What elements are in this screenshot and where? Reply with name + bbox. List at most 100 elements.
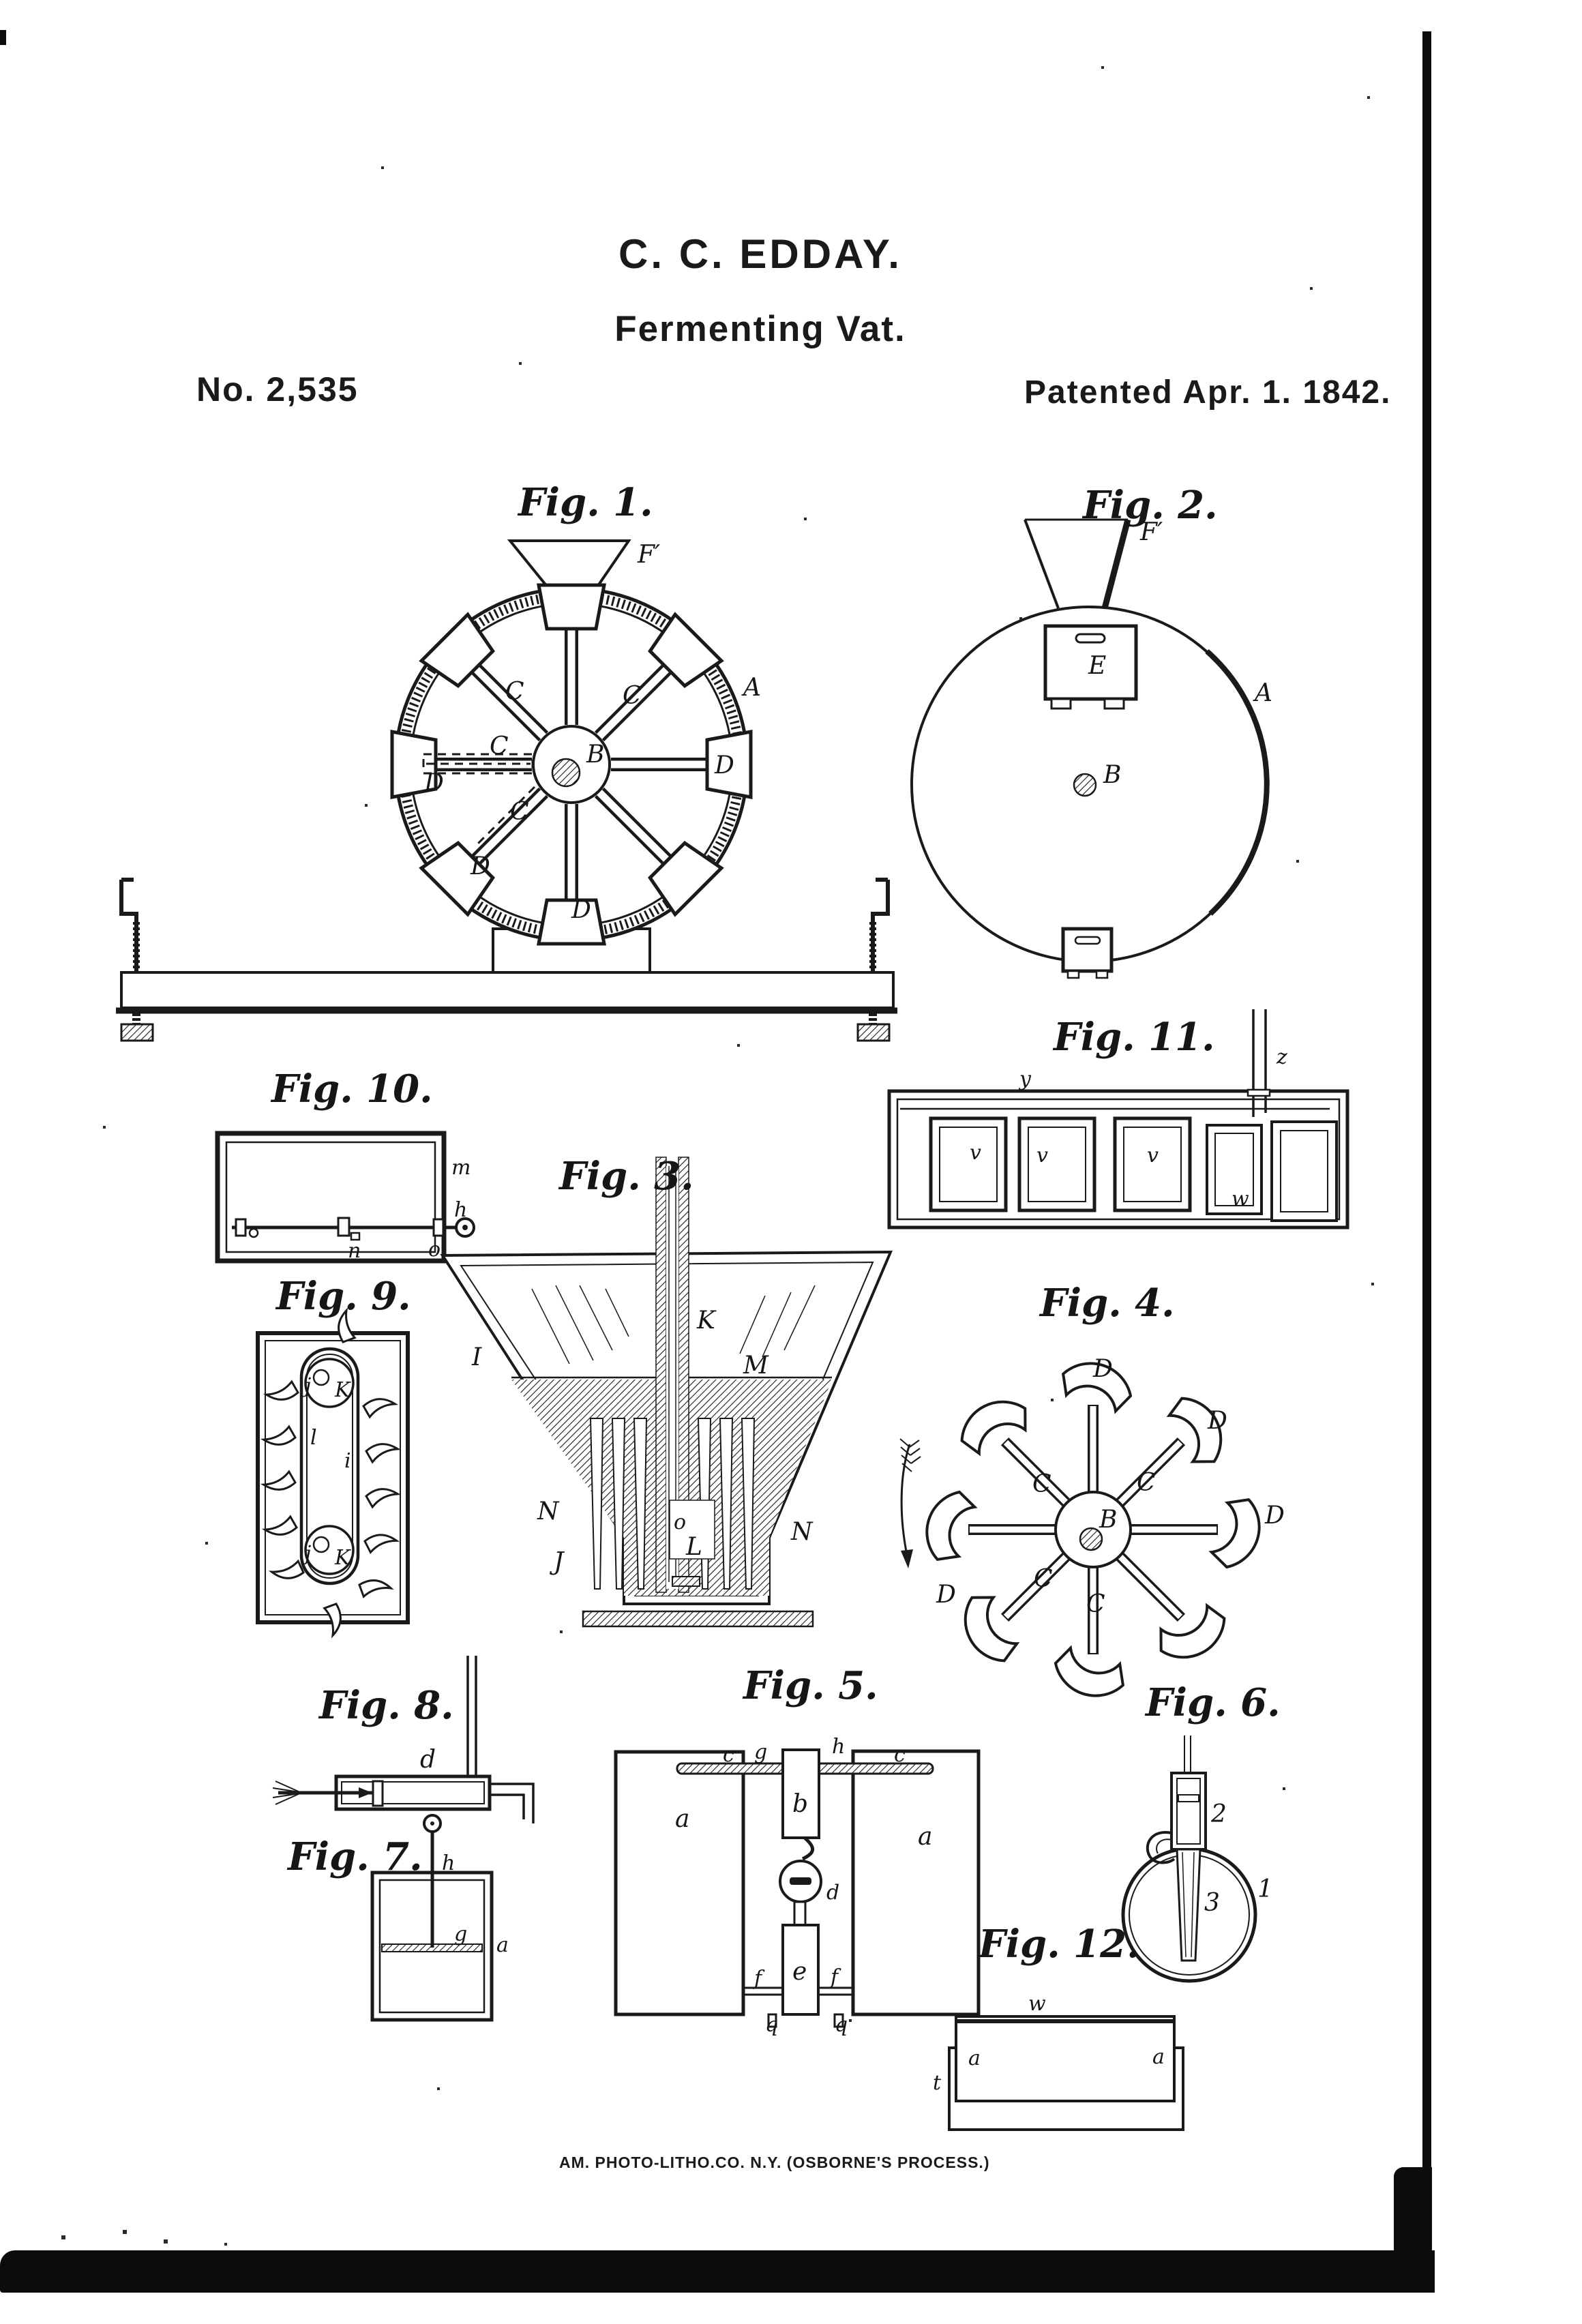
part-label-c-left: c [723,1743,734,1767]
figure-5-label: Fig. 5. [743,1663,878,1708]
part-label-w: w [1232,1187,1249,1211]
figure-1: Fig. 1. [116,471,914,1064]
figure-4: Fig. 4. [880,1268,1316,1712]
part-label-v: v [970,1141,981,1165]
part-label-g: g [754,1740,767,1764]
part-label-q-left: q [765,2013,778,2037]
shaft-hub [1074,774,1096,796]
figure-9-drawing: j K l i j K [256,1262,433,1664]
part-label-tube: K [696,1307,717,1335]
part-label-rim: A [741,674,761,702]
part-label-spoke: C [1034,1565,1053,1593]
part-label-outlet: L [685,1533,702,1561]
figure-2-drawing: F′ E A B [900,477,1296,1030]
figure-12-label: Fig. 12. [979,1922,1140,1967]
scan-edge-blob [1394,2167,1432,2257]
part-label-e: e [792,1958,807,1986]
tray [949,2016,1183,2130]
patent-date: Patented Apr. 1. 1842. [1024,374,1391,411]
part-label-k-top: K [334,1378,351,1402]
part-label-y: y [1018,1067,1032,1091]
part-label-c-right: c [894,1743,906,1767]
part-label-d: d [826,1881,839,1905]
part-label-h: h [832,1735,845,1759]
figure-11-label: Fig. 11. [1054,1015,1215,1060]
part-label-rod: h [442,1851,455,1875]
part-label-wall: I [471,1343,482,1371]
figure-3-drawing: K I M N N J o L [430,1146,907,1650]
figure-7-label: Fig. 7. [288,1834,423,1879]
part-label-level: M [743,1352,769,1380]
part-label-f-right: f [829,1965,841,1989]
figure-9-label: Fig. 9. [276,1274,411,1319]
figure-1-drawing: F′ A B C C C C D D D D [116,471,914,1064]
part-label-tube: 2 [1210,1800,1227,1828]
part-label-scoop: D [1207,1407,1227,1435]
scan-speckles [0,0,1,1]
part-label-scoop: D [936,1581,956,1609]
valve-tube [1171,1735,1206,1849]
inventor-name: C. C. EDDAY. [0,230,1521,278]
part-label-t: t [933,2071,942,2095]
scan-corner-mark [0,30,6,45]
figure-8-label: Fig. 8. [319,1683,454,1728]
figure-10-label: Fig. 10. [271,1067,433,1112]
figure-4-label: Fig. 4. [1040,1281,1175,1326]
part-label-n-left: N [537,1498,560,1525]
part-label-v: v [1147,1144,1159,1167]
hopper-funnel [1025,520,1128,608]
part-label-a-right: a [918,1823,932,1851]
figure-2-label: Fig. 2. [1083,483,1218,528]
part-label-scoop: D [1092,1355,1113,1383]
seal-cups [1207,1122,1337,1221]
part-label-funnel: F′ [637,541,660,569]
part-label-w: w [1028,1992,1046,2016]
part-label-ball: 1 [1257,1875,1273,1903]
patent-number: No. 2,535 [196,370,359,409]
scan-bottom-band [0,2250,1435,2293]
rotation-arrow-icon [900,1439,921,1568]
part-label-small-o: o [674,1510,686,1534]
part-label-hub: B [1099,1506,1117,1534]
figure-9: Fig. 9. [256,1262,433,1664]
figure-3-label: Fig. 3. [559,1154,694,1199]
part-label-v: v [1036,1144,1048,1167]
part-label-bucket: D [470,852,490,880]
part-label-a-right: a [1152,2045,1165,2069]
bucket-wheel [392,585,751,944]
part-label-spoke: C [1137,1469,1156,1497]
scan-edge-line [1422,31,1431,2256]
figure-1-label: Fig. 1. [518,480,653,525]
part-label-spoke: C [1086,1590,1105,1618]
part-label-bucket: D [714,751,734,779]
part-label-b: b [792,1790,808,1818]
part-label-base: J [549,1548,565,1576]
part-label-spoke: C [623,682,642,710]
part-label-k-bot: K [334,1546,351,1570]
bottom-slide-box [1063,929,1111,978]
figure-12: Fig. 12. w a a t [907,1896,1214,2121]
figure-11: Fig. 11. [880,989,1364,1282]
figure-4-drawing: B C C C C D D D D [880,1268,1316,1712]
part-label-bucket: D [423,769,444,797]
part-label-l: l [310,1426,317,1450]
part-label-plate: g [454,1922,467,1946]
figure-2: Fig. 2. [900,477,1296,1030]
figure-7: Fig. 7. h g a [259,1807,532,2032]
part-label-spoke: C [505,678,524,706]
part-label-hub: B [1103,761,1121,789]
part-label-spoke: C [490,732,509,760]
part-label-n: n [348,1239,361,1263]
part-label-tank: a [496,1933,509,1957]
base-plate [583,1611,813,1626]
part-label-cylinder: d [420,1746,436,1774]
part-label-a-left: a [968,2046,981,2070]
part-label-box: E [1088,652,1106,680]
part-label-q-right: q [835,2013,848,2037]
hub [1056,1492,1131,1567]
part-label-z: z [1276,1045,1287,1069]
patent-title: Fermenting Vat. [0,308,1521,350]
figure-3: Fig. 3. [430,1146,907,1650]
part-label-spoke: C [510,798,529,826]
